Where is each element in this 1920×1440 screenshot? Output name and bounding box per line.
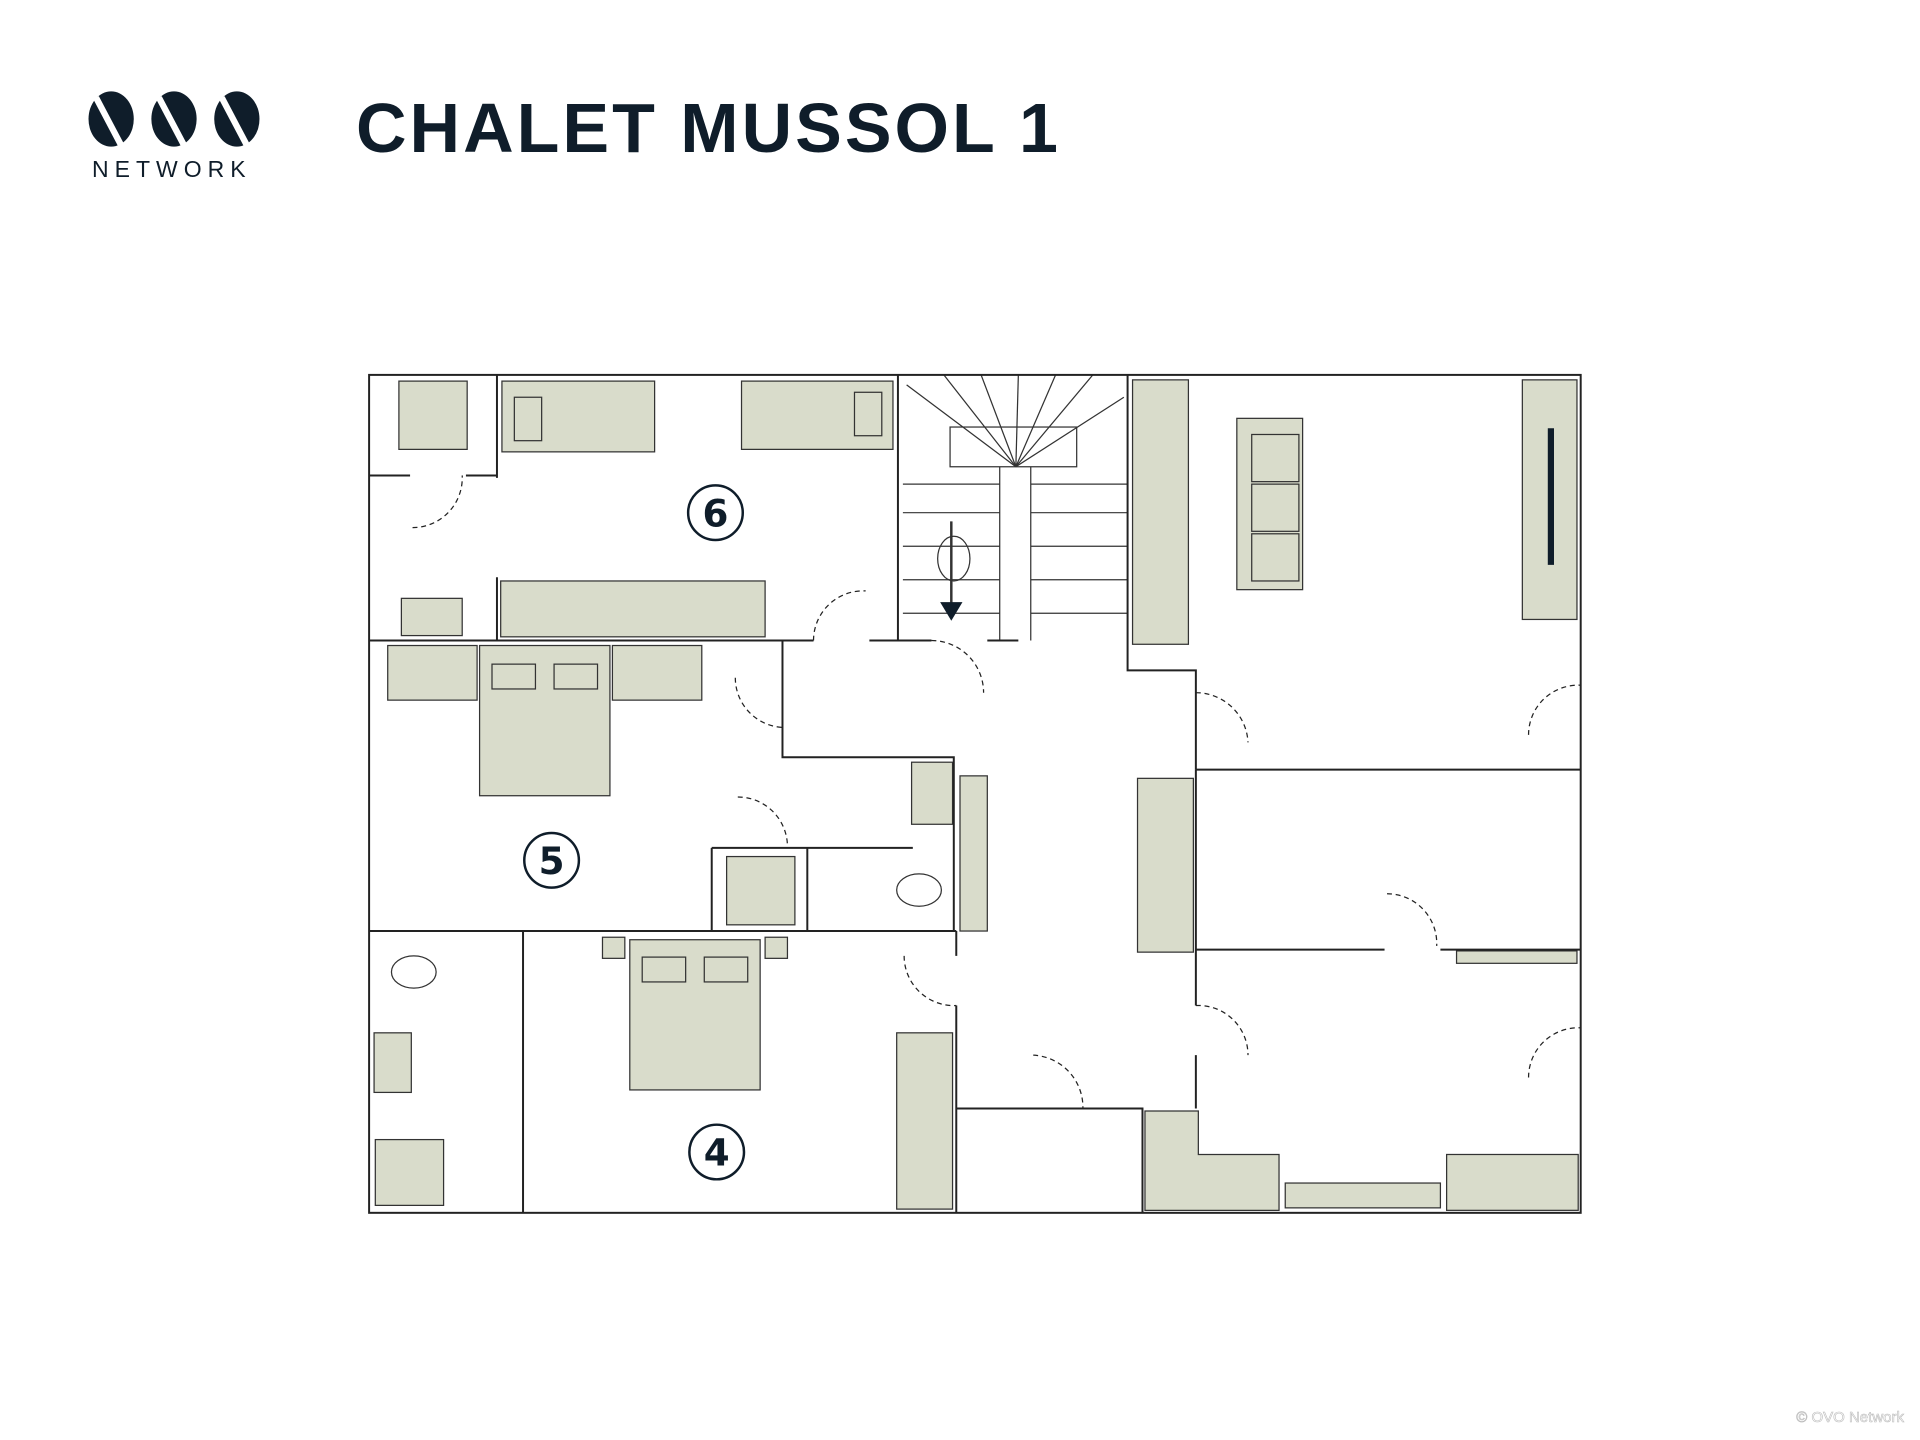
nightstand: [601, 936, 626, 959]
sink: [398, 380, 468, 450]
sink: [400, 597, 463, 637]
room-6-badge: [686, 484, 745, 542]
pillows: [491, 391, 1300, 983]
page-title: CHALET MUSSOL 1: [356, 89, 1061, 167]
logo-subtitle: NETWORK: [92, 156, 252, 182]
room-4-label: 4: [704, 1131, 730, 1175]
wardrobe: [611, 644, 703, 701]
ovo-logo: [88, 91, 260, 147]
room-5-badge: [523, 831, 581, 889]
sink: [910, 761, 954, 825]
wardrobe: [1131, 379, 1190, 645]
wardrobe: [1136, 777, 1194, 953]
room-6-label: 6: [702, 491, 728, 535]
wardrobe: [896, 1032, 954, 1210]
furniture: [373, 379, 1579, 1211]
sink: [726, 855, 796, 926]
copyright: © OVO Network: [1796, 1409, 1904, 1427]
radiator: [959, 775, 988, 932]
nightstand: [764, 936, 789, 959]
sink: [373, 1032, 412, 1094]
room-4-badge: [688, 1123, 746, 1181]
toilets: [390, 535, 971, 989]
doors: [412, 475, 1581, 1109]
bench: [1446, 1153, 1579, 1211]
stairs: [902, 374, 1128, 641]
stair-arrow-icon: [940, 602, 963, 621]
wardrobe: [500, 580, 766, 638]
walls: [368, 373, 1582, 1214]
room-labels: 6 5 4: [523, 484, 746, 1181]
bench: [1284, 1182, 1442, 1209]
wardrobe: [387, 644, 478, 701]
sink: [374, 1138, 445, 1206]
room-5-label: 5: [539, 839, 565, 883]
bench: [1144, 1110, 1280, 1211]
ski-rack: [1455, 950, 1578, 964]
